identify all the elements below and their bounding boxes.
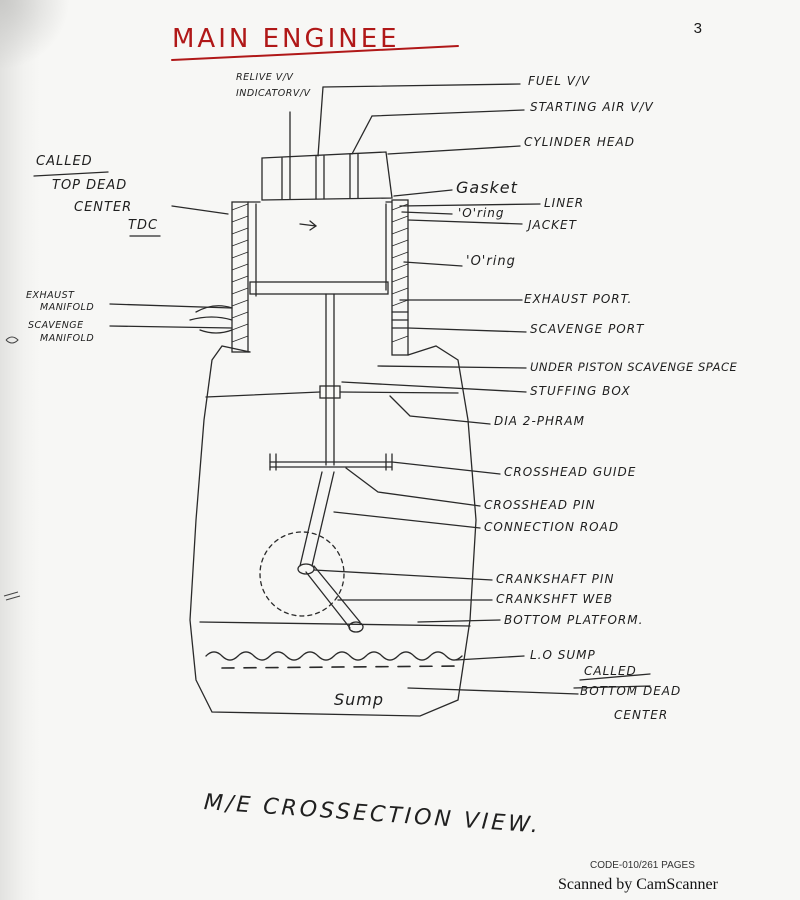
label-called-top: CALLED (36, 154, 93, 169)
leader-scavenge-port (407, 327, 527, 333)
leader-under-piston (377, 365, 527, 369)
page-title: MAIN ENGINEE (172, 24, 400, 54)
label-crankshaft-web: CRANKSHFT WEB (496, 592, 614, 606)
label-exhaust-manifold-2: MANIFOLD (40, 302, 95, 313)
leader-fuel-vv (322, 83, 521, 88)
corner-smudge (0, 0, 70, 70)
page-number: 3 (693, 20, 702, 37)
hatch-right (391, 203, 409, 343)
crank-web-a (305, 571, 351, 629)
leader-connection-rod (333, 511, 481, 529)
label-crosshead-guide: CROSSHEAD GUIDE (504, 465, 637, 479)
leader-diaphragm (389, 395, 491, 425)
code-pages-footer: CODE-010/261 PAGES (590, 860, 695, 871)
label-crosshead-pin: CROSSHEAD PIN (484, 498, 596, 512)
label-oring-2: 'O'ring (466, 254, 516, 269)
label-indicator-valve: INDICATORV/V (236, 88, 311, 99)
fuel-valve-stem (317, 86, 324, 157)
label-fuel-valve: FUEL V/V (528, 74, 591, 88)
leader-bdc (407, 687, 579, 695)
crankshaft-main (348, 621, 364, 633)
leader-cylinder-head (387, 145, 521, 155)
cylinder-head (261, 151, 393, 201)
leader-liner (399, 203, 541, 207)
diaphragm (205, 391, 459, 398)
label-gasket: Gasket (456, 178, 518, 197)
label-bdc-line1: BOTTOM DEAD (580, 684, 682, 698)
lo-sump-level (221, 665, 463, 669)
underline-called-top (33, 171, 109, 177)
leader-oring2 (403, 261, 463, 267)
underline-called-bottom (579, 673, 651, 681)
crankcase-outline (189, 345, 477, 717)
label-connection-rod: CONNECTION ROAD (484, 520, 620, 534)
liner-wall-left (231, 201, 249, 353)
leader-oring1 (401, 211, 453, 215)
leader-starting-air (371, 109, 525, 117)
label-liner: LINER (544, 196, 585, 210)
liner-wall-right (391, 199, 409, 356)
label-scavenge-manifold-1: SCAVENGE (28, 320, 84, 331)
label-starting-air-valve: STARTING AIR V/V (530, 100, 654, 114)
label-lo-sump: L.O SUMP (530, 648, 596, 662)
label-tdc-abbr: TDC (128, 218, 159, 233)
leader-jacket (407, 219, 523, 225)
label-jacket: JACKET (528, 218, 577, 232)
ink-scribble-left (3, 591, 21, 601)
label-tdc-line1: TOP DEAD (52, 178, 128, 193)
label-crankshaft-pin: CRANKSHAFT PIN (496, 572, 615, 586)
piston-crown (249, 281, 389, 295)
label-stuffing-box: STUFFING BOX (530, 384, 631, 398)
exhaust-manifold (195, 305, 233, 313)
label-bdc-line2: CENTER (614, 708, 669, 722)
title-underline (171, 45, 459, 61)
ink-blot-left (5, 336, 19, 344)
leader-lo-sump (455, 655, 525, 661)
label-sump: Sump (334, 690, 385, 709)
stuffing-box (319, 385, 341, 399)
crank-circle (259, 531, 345, 617)
leader-stuffing-box (341, 381, 527, 393)
label-diaphragm: DIA 2-PHRAM (494, 414, 585, 428)
leader-gasket (393, 189, 453, 197)
scanned-by-watermark: Scanned by CamScanner (558, 876, 718, 893)
leader-bottom-platform (417, 619, 501, 623)
label-exhaust-manifold-1: EXHAUST (26, 290, 75, 301)
leader-crankshaft-pin (313, 569, 493, 581)
label-cylinder-head: CYLINDER HEAD (524, 135, 635, 149)
page-edge-shadow (0, 0, 40, 900)
label-scavenge-manifold-2: MANIFOLD (40, 333, 95, 344)
label-bottom-platform: BOTTOM PLATFORM. (504, 613, 644, 627)
label-called-bottom: CALLED (584, 664, 637, 678)
crankshaft-pin (297, 563, 315, 575)
bottom-platform (199, 621, 471, 627)
label-exhaust-port: EXHAUST PORT. (524, 292, 633, 306)
hatch-left (231, 203, 249, 343)
label-relief-valve: RELIVE V/V (236, 72, 294, 83)
label-under-piston-scavenge-space: UNDER PISTON SCAVENGE SPACE (530, 360, 738, 374)
leader-scavenge-manifold (109, 325, 233, 329)
leader-exhaust-manifold (109, 303, 233, 309)
label-tdc-line2: CENTER (74, 200, 133, 215)
label-scavenge-port: SCAVENGE PORT (530, 322, 645, 336)
label-oring-1: 'O'ring (458, 206, 505, 220)
connecting-rod-a (299, 471, 323, 567)
starting-air-valve-stem (351, 115, 373, 155)
leader-crosshead-guide (391, 461, 501, 475)
oil-surface-wave (205, 651, 463, 661)
leader-crosshead-pin (345, 467, 481, 507)
